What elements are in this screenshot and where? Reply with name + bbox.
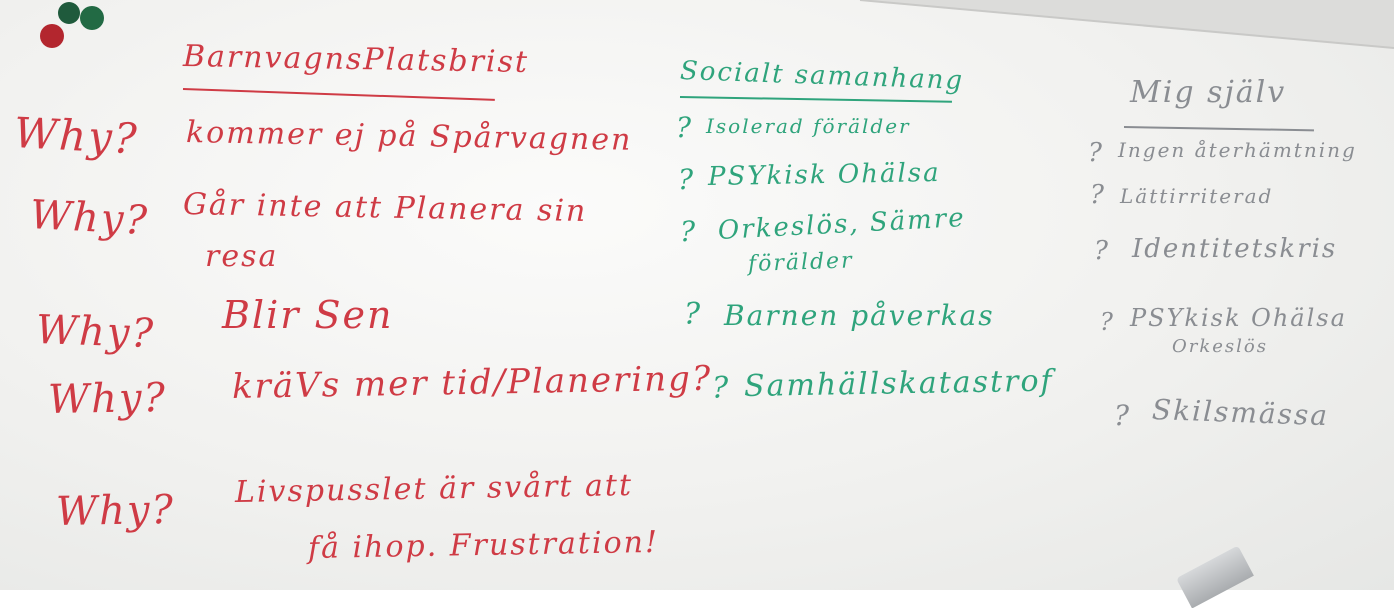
column2-q5: ? [712, 371, 731, 406]
whiteboard [0, 0, 1394, 590]
magnet-green-1 [58, 2, 80, 24]
column3-item2: Lättirriterad [1120, 184, 1274, 208]
column3-item4: PSYkisk Ohälsa [1130, 304, 1347, 332]
column1-row1-text: kommer ej på Spårvagnen [185, 115, 633, 158]
column2-item3-line2: förälder [747, 248, 855, 277]
magnet-red [40, 24, 64, 48]
column1-row5-text2: få ihop. Frustration! [307, 524, 660, 566]
column2-item1: Isolerad förälder [706, 114, 911, 138]
column3-q3: ? [1094, 236, 1110, 266]
magnet-green-2 [80, 6, 104, 30]
why-label-5: Why? [55, 486, 176, 535]
column2-q1: ? [676, 111, 694, 144]
column3-q1: ? [1088, 138, 1104, 168]
column3-q2: ? [1090, 180, 1106, 210]
column1-row4-text: kräVs mer tid/Planering? [231, 358, 713, 407]
column2-q2: ? [678, 163, 696, 196]
column2-item4: Barnen påverkas [724, 299, 995, 332]
column3-item4-line2: Orkeslös [1172, 336, 1268, 357]
column1-row2-text: Går inte att Planera sin [182, 187, 588, 230]
column1-row2-text2: resa [205, 239, 279, 274]
column3-q5: ? [1114, 399, 1132, 432]
column3-item1: Ingen återhämtning [1118, 138, 1357, 162]
column3-title: Mig själv [1130, 75, 1287, 110]
column3-q4: ? [1100, 308, 1115, 336]
column2-item2: PSYkisk Ohälsa [707, 157, 941, 192]
column2-item5: Samhällskatastrof [743, 363, 1054, 404]
column2-q4: ? [684, 297, 703, 332]
column2-q3: ? [680, 215, 698, 248]
column3-item5: Skilsmässa [1151, 393, 1330, 433]
whiteboard-frame-edge [859, 0, 1394, 49]
column1-row3-text: Blir Sen [222, 293, 394, 337]
why-label-4: Why? [47, 374, 168, 423]
why-label-2: Why? [28, 192, 150, 245]
why-label-1: Why? [12, 108, 140, 164]
column3-item3: Identitetskris [1132, 234, 1338, 264]
column1-title: BarnvagnsPlatsbrist [182, 39, 530, 81]
why-label-3: Why? [35, 307, 156, 358]
column1-row5-text: Livspusslet är svårt att [234, 468, 634, 510]
